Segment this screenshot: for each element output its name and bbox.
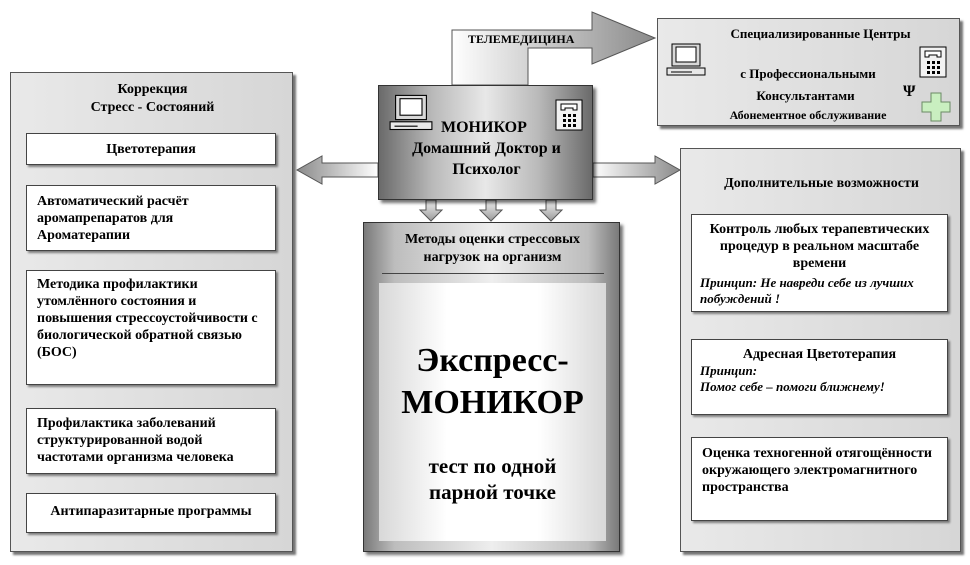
centers-line-1: Специализированные Центры xyxy=(730,26,911,41)
centers-line-2: с Профессиональными xyxy=(740,66,876,81)
centers-line-4: Абонементное обслуживание xyxy=(729,108,887,122)
center-inner-box xyxy=(379,283,606,541)
moni-kor-hub: МОНИКОР Домашний Доктор и Психолог xyxy=(378,85,593,200)
hub-line-3: Психолог xyxy=(452,161,521,178)
hub-line-1: МОНИКОР xyxy=(441,119,527,136)
left-item-water: Профилактика заболеваний структурированн… xyxy=(26,408,276,474)
left-item-aroma: Автоматический расчёт аромапрепаратов дл… xyxy=(26,185,276,251)
left-item-label: Автоматический расчёт аромапрепаратов дл… xyxy=(37,194,189,243)
right-box-color-title: Адресная Цветотерапия xyxy=(742,347,897,362)
left-item-label: Антипаразитарные программы xyxy=(50,504,252,519)
right-box-emf-label: Оценка техногенной отягощённости окружаю… xyxy=(702,446,932,495)
left-item-biofeedback: Методика профилактики утомлённого состоя… xyxy=(26,270,276,385)
left-item-label: Методика профилактики утомлённого состоя… xyxy=(37,277,258,360)
hub-telephone-icon xyxy=(554,98,584,132)
telephone-icon xyxy=(918,45,948,79)
right-arrow xyxy=(592,155,682,185)
down-arrow-2 xyxy=(478,199,504,222)
express-sub-1: тест по одной xyxy=(428,454,557,478)
specialized-centers-panel: Специализированные Центры с Профессионал… xyxy=(657,18,960,126)
stress-assessment-panel: Методы оценки стрессовых нагрузок на орг… xyxy=(363,222,620,552)
left-item-antiparasitic: Антипаразитарные программы xyxy=(26,493,276,533)
psi-symbol: Ψ xyxy=(903,83,916,100)
express-title-2: МОНИКОР xyxy=(401,384,584,421)
telemedicine-arrow xyxy=(451,11,657,86)
hub-line-2: Домашний Доктор и xyxy=(412,140,561,157)
stress-correction-panel: Коррекция Стресс - Состояний Цветотерапи… xyxy=(10,72,293,552)
right-box-color-note-2: Помог себе – помоги ближнему! xyxy=(700,379,885,394)
additional-features-panel: Дополнительные возможности Контроль любы… xyxy=(680,148,961,552)
hub-computer-icon xyxy=(389,94,433,132)
express-sub-2: парной точке xyxy=(429,480,556,504)
left-title-1: Коррекция xyxy=(117,82,188,97)
left-item-label: Профилактика заболеваний структурированн… xyxy=(37,416,234,465)
left-item-color-therapy: Цветотерапия xyxy=(26,133,276,165)
left-item-label: Цветотерапия xyxy=(106,142,196,157)
right-box-emf: Оценка техногенной отягощённости окружаю… xyxy=(691,437,948,521)
left-arrow xyxy=(295,155,379,185)
computer-icon xyxy=(666,43,706,77)
right-box-control: Контроль любых терапевтических процедур … xyxy=(691,214,948,312)
center-divider xyxy=(382,273,604,274)
express-title-1: Экспресс- xyxy=(416,342,569,379)
right-box-color-note-1: Принцип: xyxy=(700,363,758,378)
right-box-color-therapy: Адресная Цветотерапия Принцип: Помог себ… xyxy=(691,339,948,415)
down-arrow-3 xyxy=(538,199,564,222)
center-header-1: Методы оценки стрессовых xyxy=(404,232,581,247)
down-arrow-1 xyxy=(418,199,444,222)
centers-line-3: Консультантами xyxy=(756,88,855,103)
center-header-2: нагрузок на организм xyxy=(423,250,562,265)
telemedicine-label: ТЕЛЕМЕДИЦИНА xyxy=(468,32,575,46)
right-box-control-note: Принцип: Не навреди себе из лучших побуж… xyxy=(700,275,914,306)
medical-cross-icon xyxy=(920,91,952,123)
right-box-control-title: Контроль любых терапевтических процедур … xyxy=(709,222,930,271)
left-title-2: Стресс - Состояний xyxy=(90,100,215,115)
right-title: Дополнительные возможности xyxy=(724,176,919,191)
